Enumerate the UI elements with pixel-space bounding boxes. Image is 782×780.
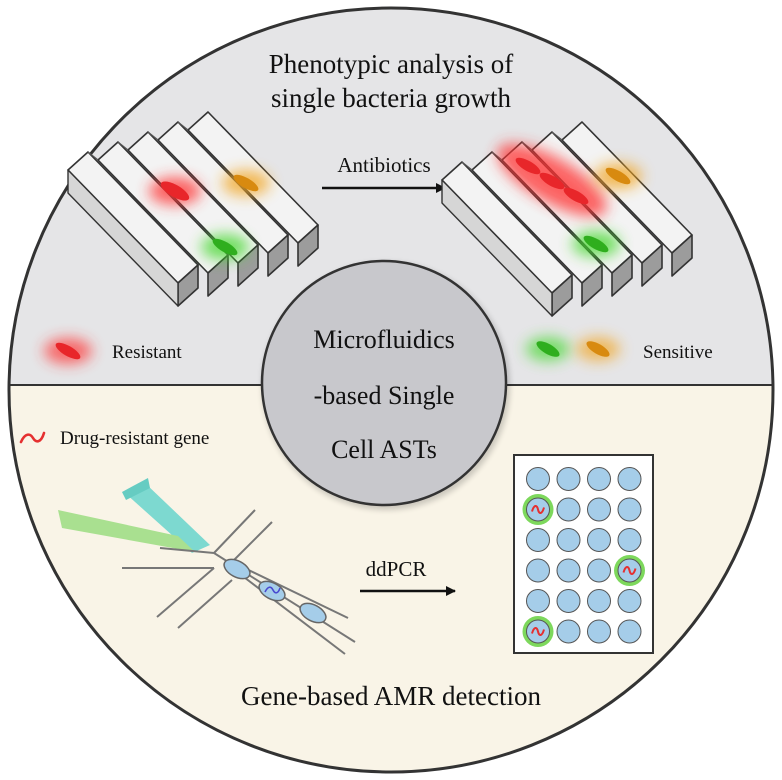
droplet [526, 589, 550, 613]
droplet [617, 528, 642, 552]
droplet [556, 528, 581, 552]
droplet-with-gene [258, 580, 286, 602]
droplet [556, 497, 581, 522]
gene-icon [531, 505, 545, 514]
droplet [587, 528, 611, 552]
droplet [617, 467, 642, 491]
droplet [556, 589, 581, 613]
bacteria-resistant-grown [497, 143, 607, 217]
bacterium-sensitive-green [201, 234, 249, 260]
bacterium-after-orange [594, 163, 642, 189]
gene-icon [19, 431, 46, 444]
bottom-title: Gene-based AMR detection [241, 681, 541, 711]
legend-sensitive: Sensitive [526, 337, 713, 363]
droplet-gene-icon [264, 586, 281, 594]
center-line2: -based Single [314, 381, 455, 410]
droplet [587, 497, 611, 522]
outer-circle [7, 6, 775, 774]
ddpcr-label: ddPCR [366, 557, 427, 581]
legend-sensitive-orange-icon [586, 341, 610, 357]
droplet [556, 467, 581, 491]
droplet [587, 619, 611, 644]
legend-resistant-icon [55, 342, 81, 360]
droplet [556, 558, 581, 583]
bacterium-sensitive-orange [222, 170, 270, 196]
chip-before-antibiotics [67, 111, 319, 307]
microfluidic-channel [58, 478, 356, 655]
droplet [299, 602, 327, 624]
droplet [617, 619, 642, 644]
legend-resistant-label: Resistant [112, 342, 182, 363]
gene-icon [622, 566, 637, 575]
legend-resistant: Resistant [44, 338, 182, 364]
center-circle: Microfluidics -based Single Cell ASTs [260, 259, 510, 510]
bacterium-after-green [572, 231, 620, 257]
droplet [587, 558, 611, 583]
droplet [617, 497, 642, 522]
droplet [526, 558, 550, 583]
droplet-grid [522, 467, 645, 647]
antibiotics-label: Antibiotics [337, 153, 430, 177]
droplet [587, 467, 611, 491]
center-line1: Microfluidics [313, 325, 455, 354]
top-title-line1: Phenotypic analysis of [269, 49, 513, 79]
top-title-line2: single bacteria growth [271, 83, 511, 113]
legend-gene: Drug-resistant gene [19, 428, 209, 449]
chip-after-antibiotics [441, 121, 693, 317]
droplet [223, 558, 251, 580]
droplet [617, 589, 642, 613]
droplet [556, 619, 581, 644]
bacterium-resistant [149, 177, 201, 205]
gene-icon [531, 627, 545, 636]
droplet [526, 528, 550, 552]
center-line3: Cell ASTs [331, 435, 437, 464]
droplet [587, 589, 611, 613]
droplet [526, 467, 550, 491]
legend-sensitive-green-icon [536, 341, 560, 357]
legend-sensitive-label: Sensitive [643, 342, 713, 363]
legend-gene-label: Drug-resistant gene [60, 428, 209, 449]
